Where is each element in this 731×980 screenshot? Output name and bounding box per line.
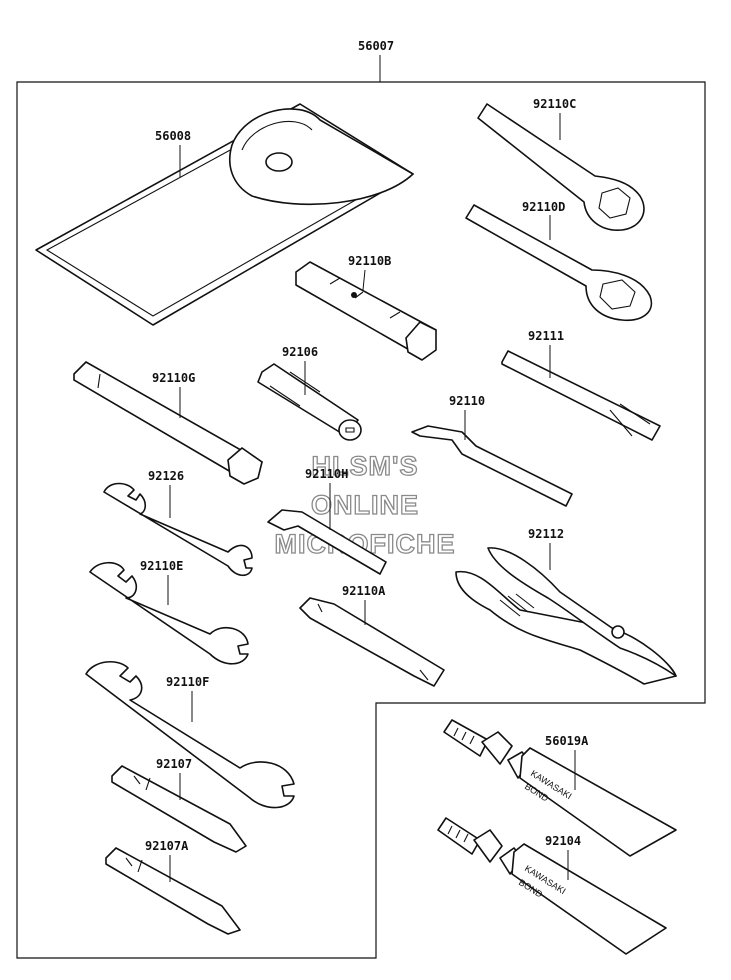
label-92110c[interactable]: 92110C — [533, 97, 576, 111]
ring-wrench-92110c[interactable] — [477, 103, 645, 231]
label-92126[interactable]: 92126 — [148, 469, 184, 483]
label-56019a[interactable]: 56019A — [545, 734, 589, 748]
label-92110f[interactable]: 92110F — [166, 675, 209, 689]
box-wrench-92110g[interactable] — [73, 361, 263, 485]
spanner-92110a[interactable] — [299, 597, 445, 687]
svg-text:ONLINE: ONLINE — [311, 490, 419, 520]
assembly-label[interactable]: 56007 — [358, 39, 394, 53]
plug-wrench-92110b[interactable] — [295, 261, 437, 361]
screwdriver-bit-92107a[interactable] — [105, 847, 241, 935]
label-92110h[interactable]: 92110H — [305, 467, 348, 481]
hex-key-92110[interactable] — [411, 425, 573, 507]
bond-tube-92104[interactable]: KAWASAKI BOND — [437, 817, 667, 955]
label-92110e[interactable]: 92110E — [140, 559, 183, 573]
open-wrench-92126[interactable] — [103, 482, 253, 577]
hex-key-92110h[interactable] — [267, 509, 387, 575]
label-92110b[interactable]: 92110B — [348, 254, 391, 268]
screwdriver-handle-92106[interactable] — [257, 363, 362, 441]
label-92110a[interactable]: 92110A — [342, 584, 386, 598]
screwdriver-shaft-92111[interactable] — [501, 350, 661, 441]
label-92107[interactable]: 92107 — [156, 757, 192, 771]
watermark: HLSM'S ONLINE MICROFICHE — [274, 450, 456, 559]
label-92107a[interactable]: 92107A — [145, 839, 189, 853]
label-92110g[interactable]: 92110G — [152, 371, 195, 385]
screwdriver-bit-92107[interactable] — [111, 765, 247, 853]
pliers-92112[interactable] — [455, 547, 677, 685]
svg-text:HLSM'S: HLSM'S — [312, 451, 419, 481]
label-92110[interactable]: 92110 — [449, 394, 485, 408]
bond-tube-56019a[interactable]: KAWASAKI BOND — [443, 719, 677, 857]
label-92110d[interactable]: 92110D — [522, 200, 565, 214]
open-wrench-92110e[interactable] — [89, 561, 249, 665]
ring-wrench-92110d[interactable] — [465, 204, 653, 321]
svg-text:MICROFICHE: MICROFICHE — [275, 529, 456, 559]
label-56008[interactable]: 56008 — [155, 129, 191, 143]
kit-outline-frame — [16, 81, 706, 959]
label-92106[interactable]: 92106 — [282, 345, 318, 359]
label-92112[interactable]: 92112 — [528, 527, 564, 541]
tool-pouch[interactable] — [35, 103, 414, 326]
label-92111[interactable]: 92111 — [528, 329, 564, 343]
label-92104[interactable]: 92104 — [545, 834, 581, 848]
open-wrench-92110f[interactable] — [85, 661, 295, 809]
